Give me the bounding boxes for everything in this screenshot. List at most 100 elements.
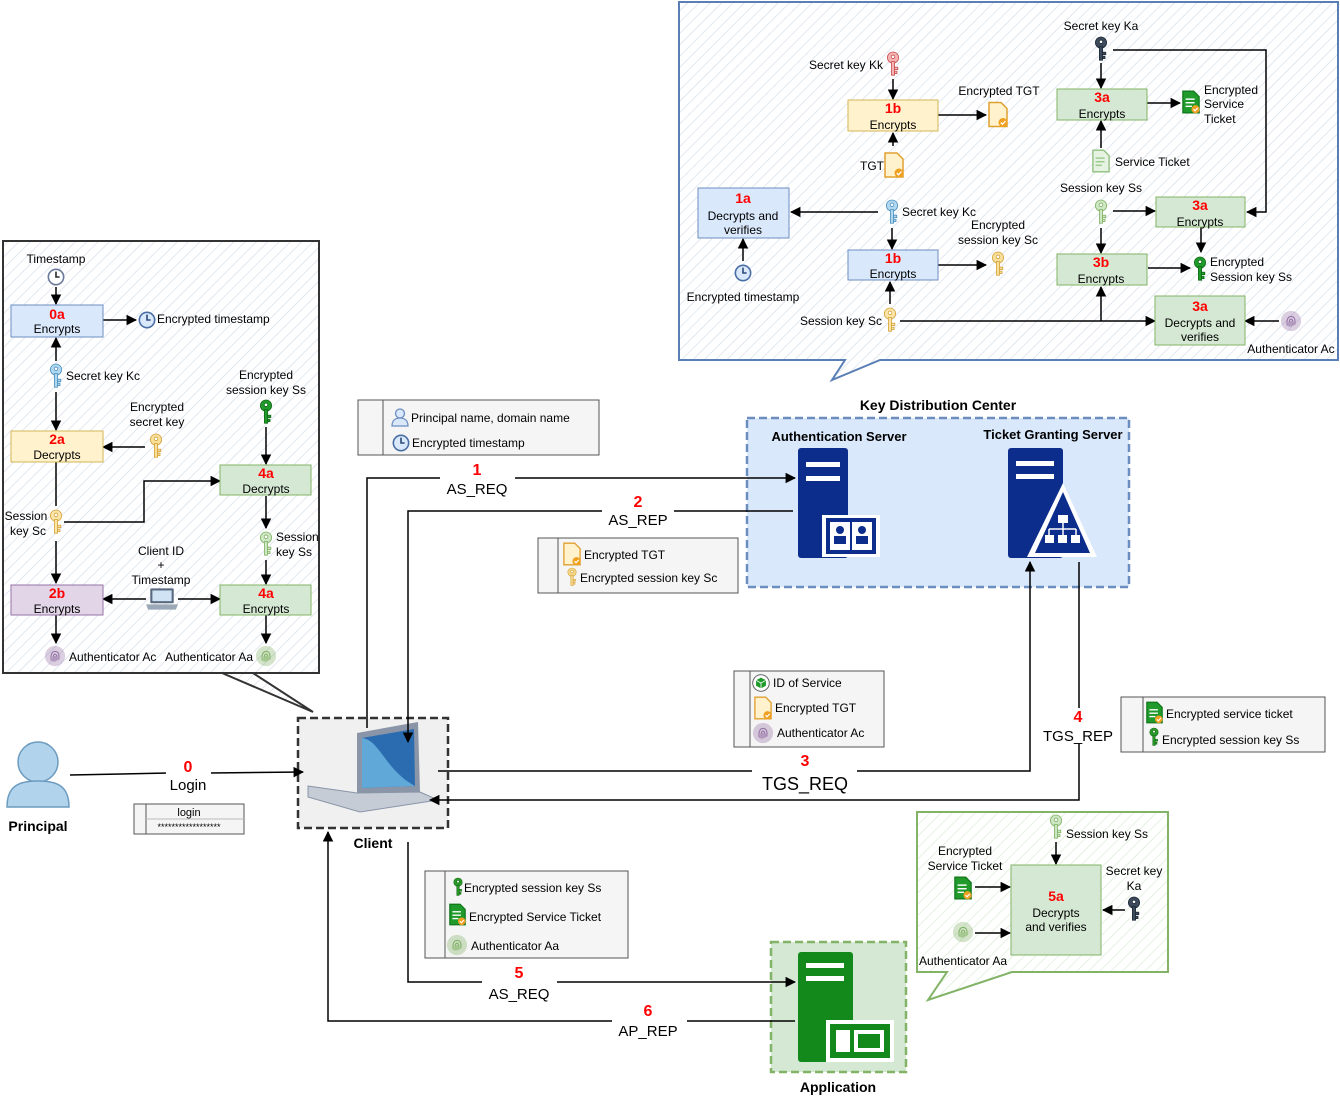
kp-box-3b[interactable]: 3b Encrypts	[1056, 253, 1148, 286]
kp-box-3a-top[interactable]: 3a Encrypts	[1056, 88, 1148, 121]
ap-req-item-2: Authenticator Aa	[471, 939, 559, 953]
cp-session-key-ss-0: Session	[276, 530, 319, 544]
kp-box-3b-num: 3b	[1093, 254, 1109, 270]
step-0: 0 Login	[166, 757, 211, 794]
kp-auth-ac: Authenticator Ac	[1247, 342, 1334, 356]
cube-icon	[752, 674, 770, 692]
cp-box-0a[interactable]: 0a Encrypts	[10, 304, 104, 338]
as-rep-legend: Encrypted TGT Encrypted session key Sc	[537, 537, 739, 594]
step-3: 3 TGS_REQ	[752, 753, 857, 795]
step-5-label: AS_REQ	[489, 986, 550, 1003]
kp-box-1a-num: 1a	[735, 190, 751, 206]
ap-req-legend: Encrypted session key Ss Encrypted Servi…	[424, 870, 629, 959]
kdc-panel-arrows	[737, 49, 1279, 327]
tgs-rep-legend: Encrypted service ticket Encrypted sessi…	[1120, 696, 1326, 753]
kp-box-3a-mid-label: Encrypts	[1177, 215, 1224, 229]
cp-client-id-0: Client ID	[138, 544, 184, 558]
step-1: 1 AS_REQ	[440, 461, 515, 498]
tgs-req-item-1: Encrypted TGT	[775, 701, 857, 715]
cp-session-key-sc-1: key Sc	[10, 524, 46, 538]
as-req-item-1: Encrypted timestamp	[412, 436, 525, 450]
cp-enc-secret-key-1: secret key	[130, 415, 185, 429]
ap-box-5a-num: 5a	[1048, 888, 1064, 904]
cp-timestamp: Timestamp	[27, 252, 86, 266]
fingerprint-icon	[1280, 310, 1302, 332]
ticket-granting-server-icon[interactable]	[1008, 448, 1097, 558]
cp-enc-session-ss-1: session key Ss	[226, 383, 306, 397]
clock-icon	[138, 311, 156, 329]
kp-secret-key-kk: Secret key Kk	[809, 58, 884, 72]
cp-client-id-1: +	[157, 558, 164, 572]
step-6: 6 AP_REP	[612, 1002, 687, 1040]
ap-enc-service-ticket-0: Encrypted	[938, 844, 992, 858]
kp-box-3b-label: Encrypts	[1078, 272, 1125, 286]
document-icon	[1092, 149, 1110, 173]
tgs-req-item-2: Authenticator Ac	[777, 726, 864, 740]
kp-box-3a-mid[interactable]: 3a Encrypts	[1155, 196, 1246, 229]
ap-box-5a-label-1: and verifies	[1025, 920, 1086, 934]
authentication-server-icon[interactable]	[798, 448, 880, 558]
cp-client-id-2: Timestamp	[132, 573, 191, 587]
kp-box-3a-bottom-num: 3a	[1192, 298, 1208, 314]
cp-box-2a[interactable]: 2a Decrypts	[10, 430, 104, 463]
kp-enc-session-sc-1: session key Sc	[958, 233, 1038, 247]
login-credentials-box[interactable]	[133, 803, 245, 835]
step-4-label: TGS_REP	[1043, 728, 1113, 745]
cp-box-4a-bottom[interactable]: 4a Encrypts	[219, 584, 312, 616]
kdc-title: Key Distribution Center	[860, 397, 1017, 413]
document-icon	[449, 903, 466, 926]
kp-enc-tgt: Encrypted TGT	[958, 84, 1040, 98]
cp-auth-ac: Authenticator Ac	[69, 650, 156, 664]
kp-enc-timestamp: Encrypted timestamp	[687, 290, 800, 304]
ap-auth-aa: Authenticator Aa	[919, 954, 1007, 968]
main-flow-arrows	[69, 472, 1080, 1022]
kp-enc-service-ticket-0: Encrypted	[1204, 83, 1258, 97]
kp-box-1a-label-1: verifies	[724, 223, 762, 237]
principal-label: Principal	[8, 818, 67, 834]
client-label: Client	[354, 835, 393, 851]
cp-session-key-ss-1: key Ss	[276, 545, 312, 559]
step-6-label: AP_REP	[618, 1023, 677, 1040]
document-icon	[884, 152, 904, 179]
step-2-label: AS_REP	[608, 512, 667, 529]
step-5: 5 AS_REQ	[482, 964, 557, 1003]
kp-box-3a-bottom[interactable]: 3a Decrypts and verifies	[1154, 295, 1246, 346]
cp-box-4a-top[interactable]: 4a Decrypts	[219, 464, 312, 496]
kp-box-1a[interactable]: 1a Decrypts and verifies	[697, 187, 790, 239]
cp-session-key-sc-0: Session	[5, 509, 48, 523]
cp-box-2a-num: 2a	[49, 431, 65, 447]
cp-box-2b[interactable]: 2b Encrypts	[10, 584, 104, 616]
cp-box-2b-num: 2b	[49, 585, 65, 601]
kp-secret-key-kc: Secret key Kc	[902, 205, 976, 219]
clock-icon	[734, 264, 752, 282]
tgs-req-item-0: ID of Service	[773, 676, 842, 690]
login-password-value: ******************	[157, 822, 221, 832]
step-3-number: 3	[801, 753, 810, 770]
step-1-number: 1	[473, 462, 482, 479]
kp-box-1b-bottom[interactable]: 1b Encrypts	[847, 249, 939, 281]
ap-box-5a[interactable]: 5a Decrypts and verifies	[1010, 864, 1102, 956]
document-icon	[988, 101, 1008, 128]
ap-secret-key-ka-0: Secret key	[1106, 864, 1163, 878]
step-2: 2 AS_REP	[602, 494, 674, 529]
kp-box-1b-top[interactable]: 1b Encrypts	[847, 99, 939, 132]
as-rep-item-1: Encrypted session key Sc	[580, 571, 717, 585]
kp-enc-session-sc-0: Encrypted	[971, 218, 1025, 232]
ap-session-key-ss: Session key Ss	[1066, 827, 1148, 841]
tgs-req-legend: ID of Service Encrypted TGT Authenticato…	[733, 670, 885, 748]
cp-secret-key-kc: Secret key Kc	[66, 369, 140, 383]
kp-box-3a-bottom-label-0: Decrypts and	[1165, 316, 1236, 330]
cp-box-2a-label: Decrypts	[33, 448, 80, 462]
kp-enc-service-ticket-1: Service	[1204, 97, 1244, 111]
principal-user-icon[interactable]	[6, 741, 70, 808]
cp-box-4a-top-label: Decrypts	[242, 482, 289, 496]
application-server-icon[interactable]	[798, 952, 894, 1062]
kp-session-key-sc: Session key Sc	[800, 314, 882, 328]
laptop-icon	[146, 588, 178, 610]
kp-enc-service-ticket-2: Ticket	[1204, 112, 1236, 126]
fingerprint-icon	[952, 921, 974, 943]
step-2-number: 2	[634, 494, 643, 511]
document-icon	[954, 876, 972, 900]
cp-enc-timestamp: Encrypted timestamp	[157, 312, 270, 326]
application-label: Application	[800, 1079, 876, 1095]
